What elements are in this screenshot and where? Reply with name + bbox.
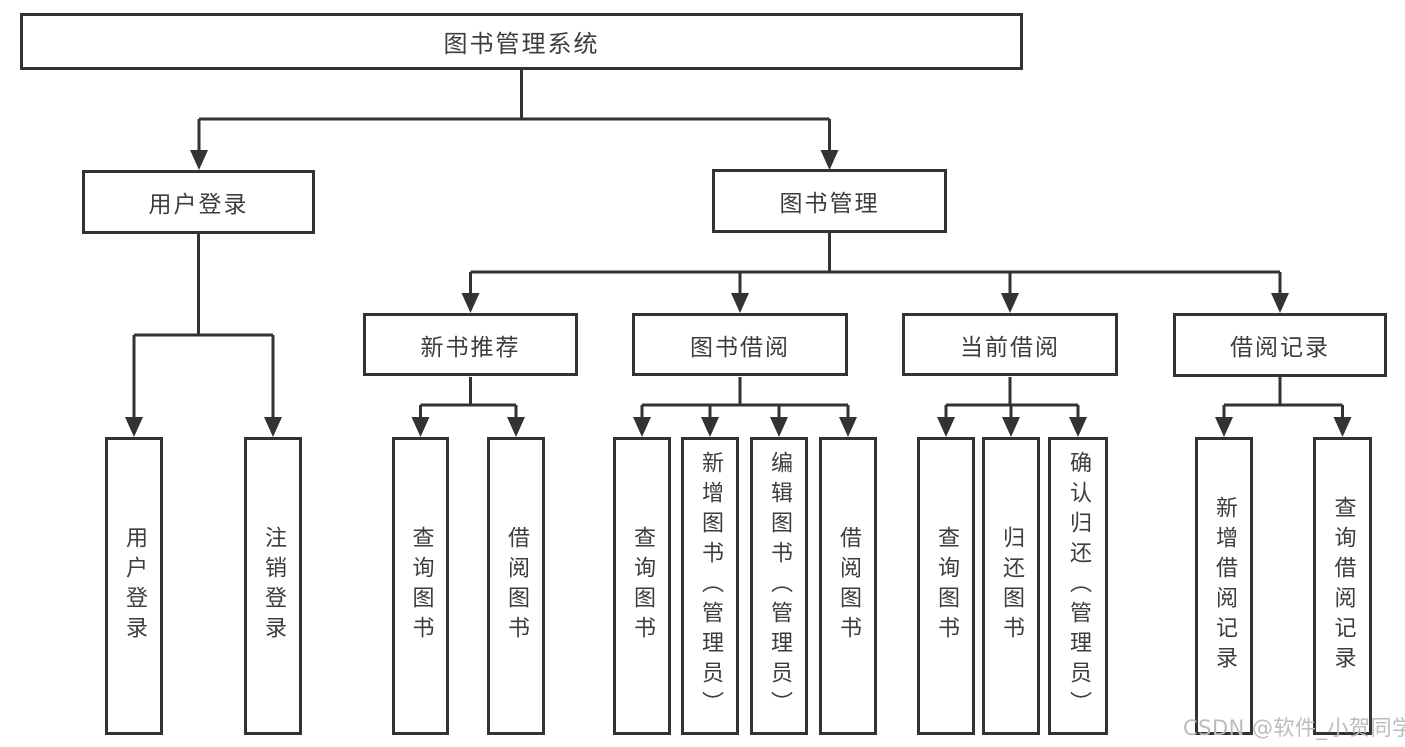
node-label: 新增借阅记录: [1212, 496, 1237, 676]
leaf-query-books-borrow: 查询图书: [613, 437, 671, 735]
node-label: 查询图书: [934, 526, 959, 646]
node-root-system: 图书管理系统: [20, 13, 1023, 70]
leaf-query-borrow-record: 查询借阅记录: [1313, 437, 1372, 735]
node-label: 确认归还（管理员）: [1066, 451, 1091, 721]
node-book-management: 图书管理: [712, 169, 947, 233]
node-label: 图书管理: [779, 191, 880, 217]
node-label: 查询图书: [630, 526, 655, 646]
node-label: 用户登录: [122, 526, 147, 646]
node-label: 当前借阅: [960, 334, 1060, 361]
leaf-query-books-recommend: 查询图书: [392, 437, 449, 735]
csdn-watermark: CSDN @软件_小贺同学: [1183, 716, 1405, 740]
node-user-login: 用户登录: [82, 170, 315, 234]
node-label: 借阅记录: [1230, 335, 1330, 361]
leaf-add-book-admin: 新增图书（管理员）: [681, 437, 739, 735]
node-label: 新增图书（管理员）: [698, 451, 723, 721]
leaf-query-books-current: 查询图书: [917, 437, 975, 735]
leaf-borrow-books-recommend: 借阅图书: [487, 437, 545, 735]
node-label: 归还图书: [999, 526, 1024, 646]
node-label: 编辑图书（管理员）: [767, 451, 792, 721]
node-book-borrow: 图书借阅: [632, 313, 848, 376]
node-new-book-recommend: 新书推荐: [363, 313, 578, 376]
node-label: 图书管理系统: [443, 30, 600, 58]
node-label: 借阅图书: [836, 526, 861, 646]
node-label: 查询借阅记录: [1330, 496, 1356, 676]
connector-lines: [132, 69, 1344, 420]
node-label: 查询图书: [408, 526, 434, 646]
node-label: 新书推荐: [420, 334, 521, 361]
node-current-borrow: 当前借阅: [902, 313, 1118, 376]
node-borrow-records: 借阅记录: [1173, 313, 1387, 377]
arrowheads: [125, 150, 1352, 437]
node-label: 注销登录: [261, 526, 286, 646]
leaf-add-borrow-record: 新增借阅记录: [1195, 437, 1253, 735]
node-label: 图书借阅: [690, 334, 790, 361]
node-label: 借阅图书: [504, 526, 529, 646]
leaf-confirm-return-admin: 确认归还（管理员）: [1048, 437, 1108, 735]
leaf-borrow-books: 借阅图书: [819, 437, 877, 735]
leaf-user-login: 用户登录: [105, 437, 163, 735]
leaf-logout: 注销登录: [244, 437, 302, 735]
node-label: 用户登录: [148, 192, 249, 218]
leaf-edit-book-admin: 编辑图书（管理员）: [750, 437, 808, 735]
leaf-return-book: 归还图书: [982, 437, 1040, 735]
